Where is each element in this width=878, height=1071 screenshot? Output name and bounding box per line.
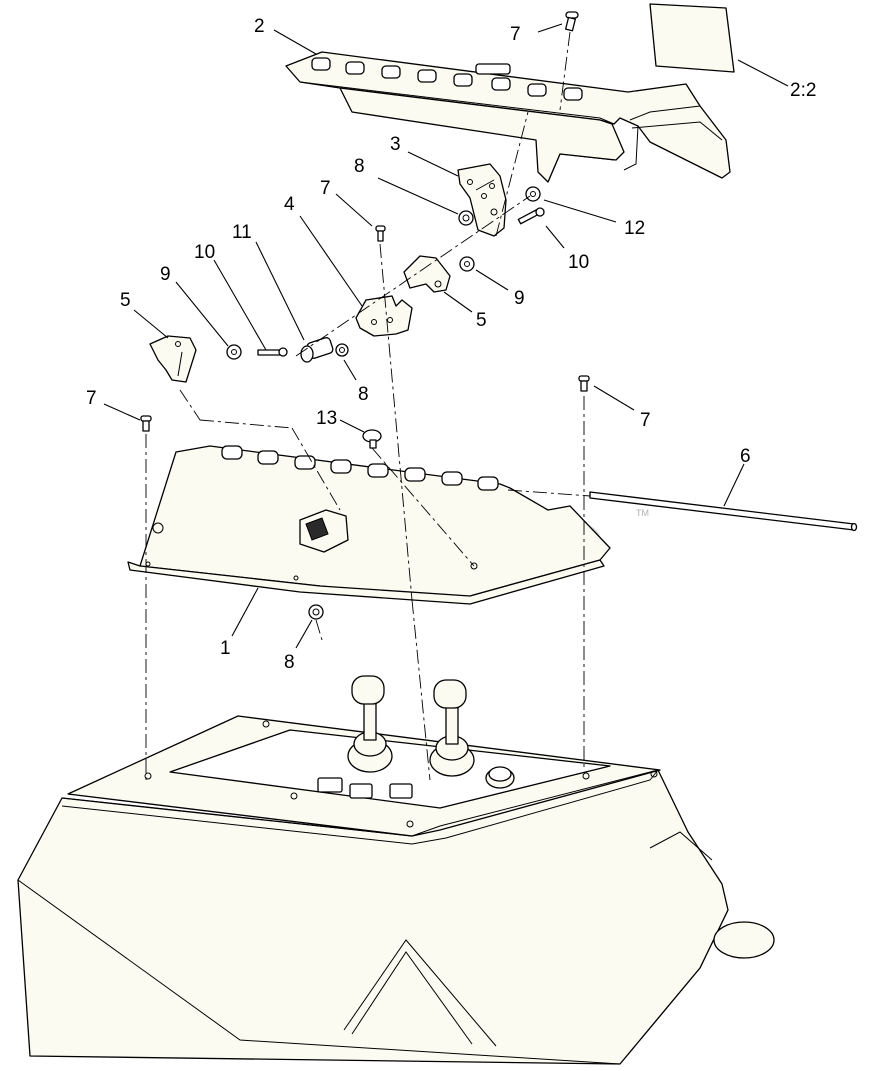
part-2-upper-cover[interactable] (285, 51, 731, 183)
callout-3: 3 (390, 134, 401, 155)
upper-cover-hinge-knuckles (311, 57, 583, 101)
callout-2: 2 (254, 16, 265, 37)
callout-7-top: 7 (510, 24, 521, 45)
part-4-center-bracket[interactable] (355, 295, 413, 337)
callout-6: 6 (740, 446, 751, 467)
watermark-trademark: TM (636, 508, 649, 518)
part-9-left-washer[interactable] (226, 344, 242, 360)
part-8-middle-nut[interactable] (335, 343, 349, 357)
callout-7-mid: 7 (320, 178, 331, 199)
lower-cover-latch (299, 509, 349, 553)
callout-9-left: 9 (160, 264, 171, 285)
joystick-left[interactable] (347, 675, 393, 773)
control-console-housing (17, 715, 775, 1065)
part-8-upper-nut[interactable] (458, 210, 474, 226)
callout-13: 13 (316, 408, 337, 429)
part-1-lower-cover[interactable] (127, 445, 611, 605)
assembly-centerlines (145, 31, 591, 781)
part-7-mid-screw[interactable] (375, 225, 386, 242)
console-knob[interactable] (485, 766, 515, 789)
callout-7-left: 7 (86, 388, 97, 409)
part-10-right-bolt[interactable] (517, 207, 545, 225)
part-5-left-bracket[interactable] (149, 335, 197, 383)
callout-9-right: 9 (514, 288, 525, 309)
lower-cover-hinge-knuckles (221, 445, 499, 491)
callout-10-right: 10 (568, 252, 589, 273)
callout-4: 4 (284, 194, 295, 215)
part-7-right-screw[interactable] (578, 375, 590, 392)
part-9-right-washer[interactable] (459, 256, 475, 272)
part-13-push-button[interactable] (362, 429, 382, 449)
callout-11: 11 (232, 222, 252, 243)
part-10-left-bolt[interactable] (257, 347, 288, 357)
callout-5-left: 5 (120, 290, 131, 311)
callout-10-left: 10 (194, 242, 215, 263)
callout-2-2: 2:2 (790, 80, 816, 101)
callout-leaders (103, 23, 789, 649)
callout-8-upper: 8 (354, 156, 365, 177)
console-mounting-ear (713, 921, 775, 959)
part-12-washer[interactable] (525, 186, 541, 202)
callout-8-mid: 8 (358, 384, 369, 405)
joystick-right[interactable] (429, 679, 475, 777)
callout-12: 12 (624, 218, 645, 239)
part-7-left-screw[interactable] (140, 415, 152, 432)
part-7-top-screw[interactable] (564, 11, 579, 32)
part-6-hinge-rod[interactable] (589, 491, 858, 532)
callout-1: 1 (220, 638, 231, 659)
part-5-right-bracket[interactable] (403, 255, 451, 293)
callout-5-right: 5 (476, 310, 487, 331)
callout-7-right: 7 (640, 410, 651, 431)
part-8-lower-nut[interactable] (308, 604, 324, 620)
part-3-hinge-bracket[interactable] (457, 163, 507, 237)
callout-8-lower: 8 (284, 652, 295, 673)
console-switch-row (317, 777, 413, 799)
part-2-2-decal[interactable] (649, 3, 735, 73)
